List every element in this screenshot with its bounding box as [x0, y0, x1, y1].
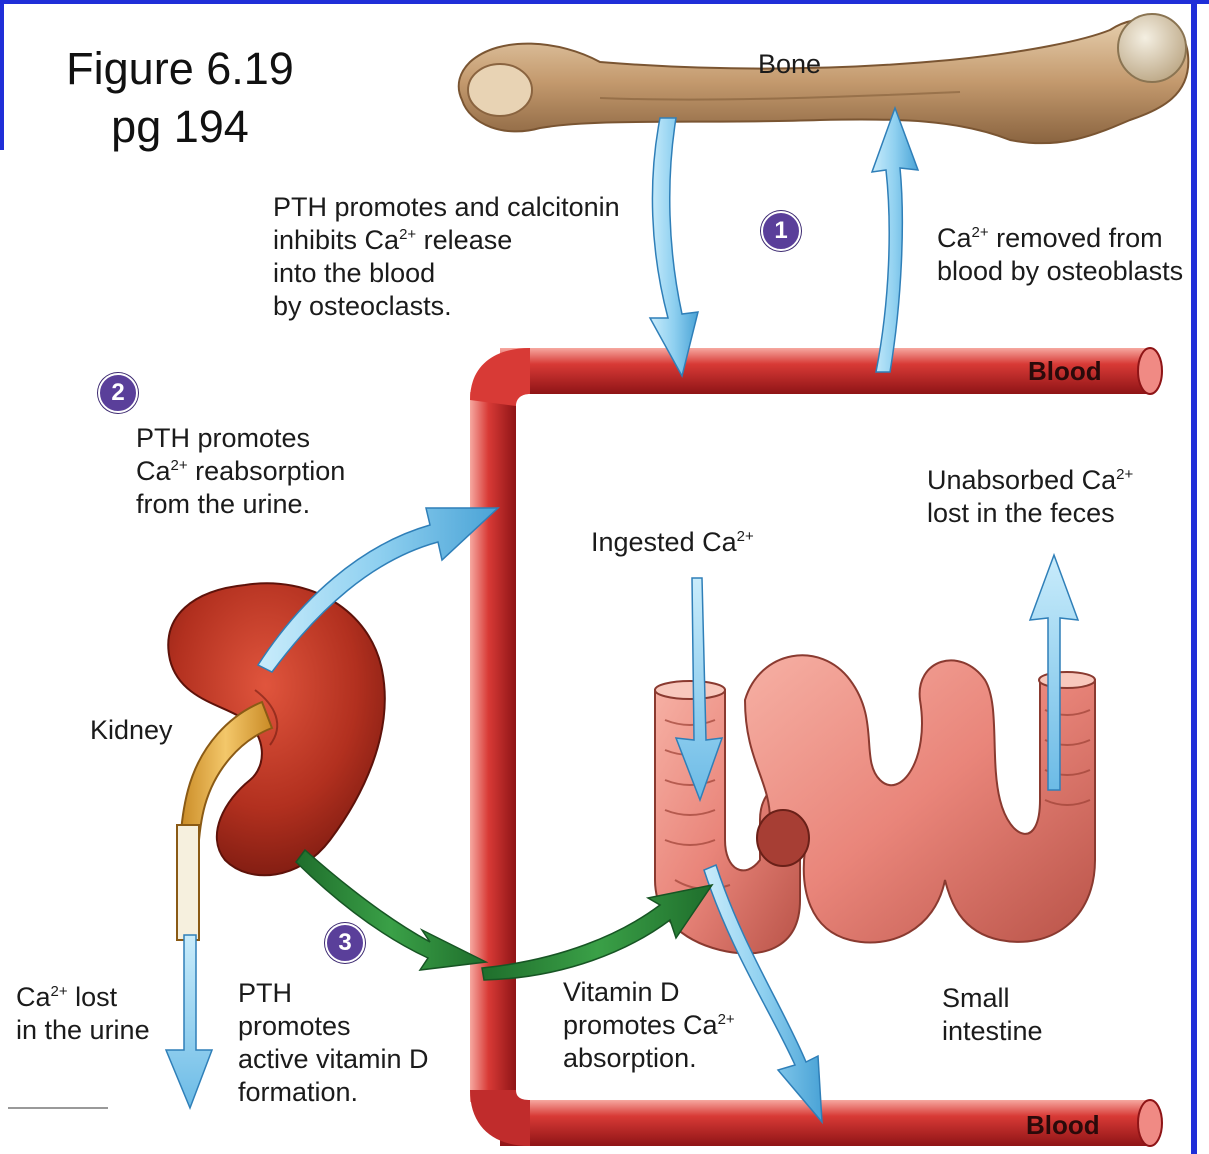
superscript: 2+	[737, 528, 754, 545]
osteoblast-text: Ca2+ removed from blood by osteoblasts	[937, 222, 1183, 288]
kidney-illustration	[168, 583, 384, 940]
arrow-urine-loss	[166, 935, 212, 1108]
frame-right-edge	[1191, 0, 1197, 1154]
figure-page: pg 194	[0, 98, 360, 156]
text-fragment: Ca	[937, 223, 972, 253]
pth-osteoclast-text: PTH promotes and calcitonin inhibits Ca2…	[273, 191, 620, 323]
arrow-blood-to-bone	[872, 108, 918, 372]
text-fragment: Ca	[16, 982, 51, 1012]
superscript: 2+	[1116, 466, 1133, 483]
text-fragment: lost	[68, 982, 118, 1012]
vitamin-d-formation-text: PTH promotes active vitamin D formation.	[238, 977, 429, 1109]
pth-osteoclast-line1: PTH promotes and calcitonin	[273, 191, 620, 224]
urine-loss-line1: Ca2+ lost	[16, 981, 150, 1014]
pth-osteoclast-line2: inhibits Ca2+ release	[273, 224, 620, 257]
unabsorbed-line1: Unabsorbed Ca2+	[927, 464, 1133, 497]
vitd-absorption-line2: promotes Ca2+	[563, 1009, 735, 1042]
ingested-calcium-text: Ingested Ca2+	[591, 526, 754, 559]
superscript: 2+	[399, 226, 416, 243]
unabsorbed-line2: lost in the feces	[927, 497, 1133, 530]
small-intestine-line1: Small	[942, 982, 1043, 1015]
text-fragment: Ingested Ca	[591, 527, 737, 557]
step-badge-3: 3	[325, 923, 365, 963]
osteoblast-line1: Ca2+ removed from	[937, 222, 1183, 255]
reabsorption-line1: PTH promotes	[136, 422, 345, 455]
vitd-formation-line1: PTH	[238, 977, 429, 1010]
text-fragment: Unabsorbed Ca	[927, 465, 1116, 495]
osteoblast-line2: blood by osteoblasts	[937, 255, 1183, 288]
small-intestine-label: Small intestine	[942, 982, 1043, 1048]
blood-label-bottom: Blood	[1026, 1110, 1100, 1141]
vitd-formation-line4: formation.	[238, 1076, 429, 1109]
unabsorbed-text: Unabsorbed Ca2+ lost in the feces	[927, 464, 1133, 530]
text-fragment: Ca	[136, 456, 171, 486]
reabsorption-line2: Ca2+ reabsorption	[136, 455, 345, 488]
superscript: 2+	[718, 1011, 735, 1028]
superscript: 2+	[171, 457, 188, 474]
step-badge-1: 1	[761, 211, 801, 251]
superscript: 2+	[51, 983, 68, 1000]
blood-label-top: Blood	[1028, 356, 1102, 387]
arrow-bone-to-blood	[650, 118, 698, 376]
text-fragment: promotes Ca	[563, 1010, 718, 1040]
text-fragment: removed from	[989, 223, 1163, 253]
vitamin-d-absorption-text: Vitamin D promotes Ca2+ absorption.	[563, 976, 735, 1075]
text-fragment: release	[416, 225, 512, 255]
urine-loss-text: Ca2+ lost in the urine	[16, 981, 150, 1047]
frame-top-edge	[0, 0, 1209, 4]
bone-label: Bone	[758, 48, 821, 81]
vitd-absorption-line3: absorption.	[563, 1042, 735, 1075]
vitd-formation-line2: promotes	[238, 1010, 429, 1043]
figure-number: Figure 6.19	[0, 40, 360, 98]
pth-osteoclast-line3: into the blood	[273, 257, 620, 290]
bone-illustration	[459, 14, 1189, 143]
text-fragment: reabsorption	[188, 456, 346, 486]
vitd-formation-line3: active vitamin D	[238, 1043, 429, 1076]
reabsorption-line3: from the urine.	[136, 488, 345, 521]
reabsorption-text: PTH promotes Ca2+ reabsorption from the …	[136, 422, 345, 521]
kidney-label: Kidney	[90, 714, 173, 747]
text-fragment: inhibits Ca	[273, 225, 399, 255]
small-intestine-line2: intestine	[942, 1015, 1043, 1048]
step-badge-2: 2	[98, 373, 138, 413]
superscript: 2+	[972, 224, 989, 241]
vitd-absorption-line1: Vitamin D	[563, 976, 735, 1009]
pth-osteoclast-line4: by osteoclasts.	[273, 290, 620, 323]
urine-loss-line2: in the urine	[16, 1014, 150, 1047]
